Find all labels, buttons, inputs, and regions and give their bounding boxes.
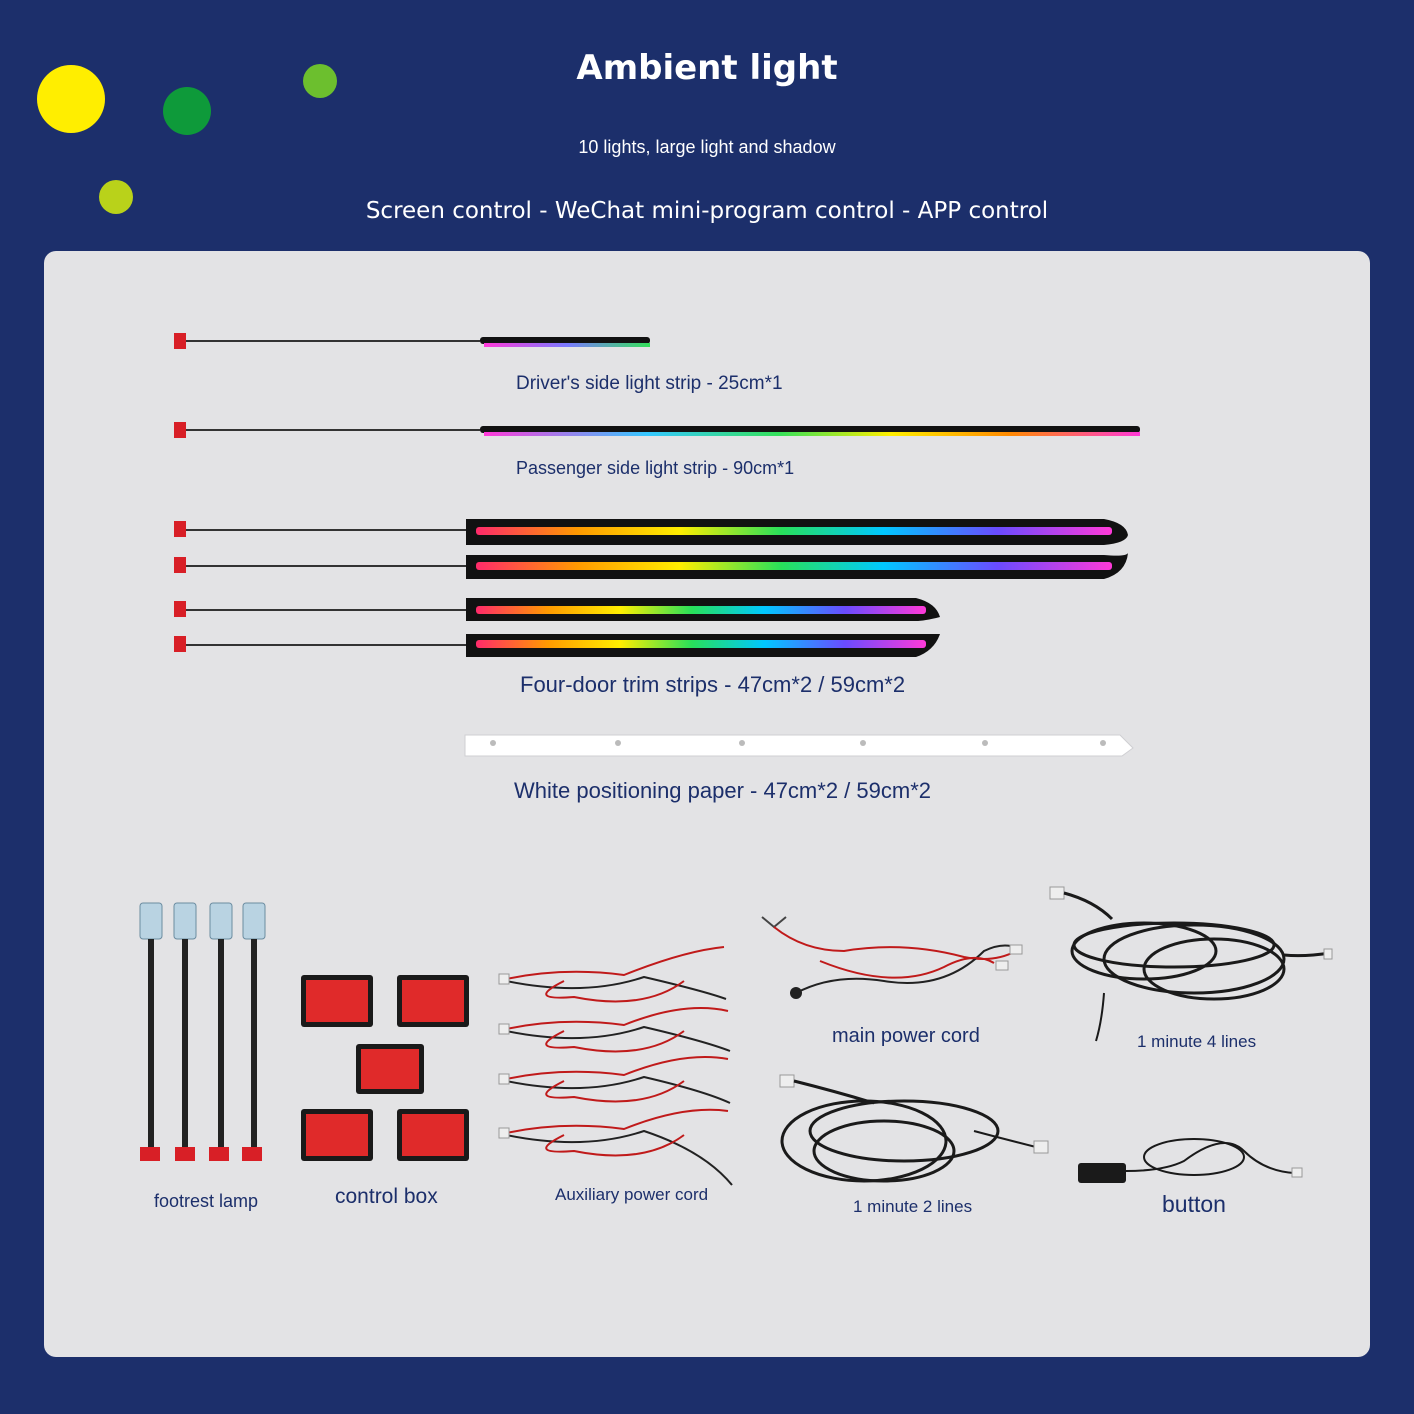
auxiliary-cord [498, 946, 727, 1003]
control-boxes [301, 975, 469, 1161]
footrest-lamp [242, 902, 266, 1161]
lime-dot [303, 64, 337, 98]
auxiliary-cord [498, 1007, 731, 1053]
footrest-lamps [139, 902, 266, 1161]
four-lines-label: 1 minute 4 lines [1137, 1032, 1257, 1051]
main-power-cord-label: main power cord [832, 1025, 980, 1047]
white-positioning-paper [464, 734, 1134, 757]
footrest-lamp [209, 902, 233, 1161]
two-lines-label: 1 minute 2 lines [853, 1197, 973, 1216]
yellow-green-dot [99, 180, 133, 214]
auxiliary-cord [498, 1056, 731, 1104]
main-power-cord [761, 916, 1023, 999]
page-title: Ambient light [576, 48, 838, 88]
auxiliary-power-cords [498, 946, 733, 1186]
door-trim-strip-short-1 [174, 598, 940, 621]
control-modes: Screen control - WeChat mini-program con… [365, 198, 1049, 224]
door-trim-strip-long-2 [174, 553, 1128, 579]
auxiliary-cord [498, 1108, 733, 1186]
yellow-dot [37, 65, 105, 133]
door-trim-strip-long-1 [174, 519, 1128, 545]
auxiliary-power-cord-label: Auxiliary power cord [555, 1185, 709, 1204]
control-box-label: control box [335, 1185, 438, 1208]
four-line-cable [1049, 886, 1333, 1042]
button-label: button [1162, 1191, 1226, 1217]
positioning-paper-label: White positioning paper - 47cm*2 / 59cm*… [514, 778, 931, 803]
passenger-light-strip [174, 422, 1140, 438]
driver-light-strip [174, 333, 650, 349]
footrest-lamp [139, 902, 163, 1161]
connector [174, 333, 186, 349]
product-illustration [139, 333, 1333, 1186]
driver-strip-label: Driver's side light strip - 25cm*1 [516, 373, 783, 394]
product-panel: Driver's side light strip - 25cm*1 Passe… [44, 251, 1370, 1357]
footrest-lamp-label: footrest lamp [154, 1191, 259, 1211]
page-subtitle: 10 lights, large light and shadow [578, 137, 836, 157]
button-module [1078, 1138, 1303, 1183]
passenger-strip-label: Passenger side light strip - 90cm*1 [516, 458, 795, 478]
green-dot [163, 87, 211, 135]
door-trim-strip-short-2 [174, 634, 940, 657]
two-line-cable [779, 1074, 1049, 1183]
footrest-lamp [173, 902, 197, 1161]
door-trim-label: Four-door trim strips - 47cm*2 / 59cm*2 [520, 672, 906, 697]
connector [174, 422, 186, 438]
